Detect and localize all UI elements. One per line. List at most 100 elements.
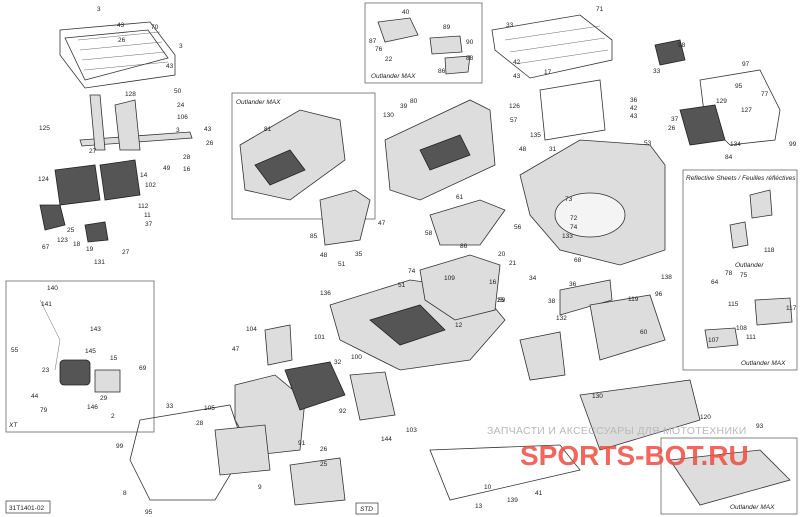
callout: 120 — [700, 414, 711, 421]
callout: 69 — [139, 365, 147, 372]
callout: 50 — [174, 88, 182, 95]
callout: 73 — [565, 196, 573, 203]
callout: 35 — [355, 251, 363, 258]
callout: 44 — [31, 393, 39, 400]
callout: 79 — [40, 407, 48, 414]
callout: 10 — [484, 484, 492, 491]
callout: 13 — [475, 503, 483, 510]
callout: 23 — [42, 367, 50, 374]
callout: 9 — [258, 484, 262, 491]
callout: 29 — [100, 395, 108, 402]
callout: 40 — [402, 9, 410, 16]
callout: 85 — [310, 233, 318, 240]
callout: 64 — [711, 279, 719, 286]
footrest-board — [429, 379, 701, 501]
callout: 20 — [498, 251, 506, 258]
callout: 27 — [89, 148, 97, 155]
callout: 125 — [39, 125, 50, 132]
callout: 37 — [145, 221, 153, 228]
callout: 61 — [456, 194, 464, 201]
callout: 75 — [740, 272, 748, 279]
callout: 3 — [97, 6, 101, 13]
callout: 17 — [544, 69, 552, 76]
callout: 51 — [398, 282, 406, 289]
callout: 31 — [549, 146, 557, 153]
callout: 103 — [406, 427, 417, 434]
callout: 25 — [497, 297, 505, 304]
rear-fender-body — [519, 139, 666, 266]
callout: 130 — [383, 112, 394, 119]
callout: 60 — [640, 329, 648, 336]
callout: 57 — [510, 117, 518, 124]
callout: 18 — [73, 241, 81, 248]
diagram-code-box — [5, 500, 51, 514]
callout: 16 — [183, 166, 191, 173]
callout: 3 — [176, 127, 180, 134]
callout: 115 — [728, 301, 739, 308]
callout: 11 — [144, 212, 151, 219]
callout: 26 — [206, 140, 214, 147]
callout: 126 — [509, 103, 520, 110]
callout: 21 — [509, 260, 517, 267]
xt-box — [5, 280, 155, 433]
front-bumper — [129, 404, 346, 506]
callout: 95 — [145, 509, 153, 516]
callout: 26 — [118, 37, 126, 44]
callout: 74 — [570, 224, 578, 231]
callout: 135 — [530, 132, 541, 139]
reflective-sheets-box — [682, 169, 798, 371]
outlander-max-bottom-label: Outlander MAX — [730, 504, 775, 511]
callout: 98 — [678, 42, 686, 49]
std-box — [355, 502, 379, 515]
callout: 12 — [455, 322, 463, 329]
callout: 128 — [125, 91, 136, 98]
watermark-line1: ЗАПЧАСТИ И АКСЕССУАРЫ ДЛЯ МОТОТЕХНИКИ — [487, 425, 747, 437]
side-panels — [519, 279, 666, 381]
callout: 123 — [57, 237, 68, 244]
callout: 131 — [94, 259, 105, 266]
callout: 32 — [334, 359, 342, 366]
winch-assembly — [39, 299, 121, 393]
callout: 68 — [574, 257, 582, 264]
rear-rack — [491, 14, 613, 141]
callout: 106 — [177, 114, 188, 121]
diagram-code: 31T1401-02 — [9, 505, 44, 512]
outlander-max-top-label: Outlander MAX — [371, 73, 416, 80]
callout: 87 — [369, 38, 377, 45]
callout: 58 — [425, 230, 433, 237]
callout: 55 — [11, 347, 19, 354]
outlander-max-top-parts — [377, 17, 471, 75]
callout: 96 — [655, 291, 663, 298]
callout: 92 — [339, 408, 347, 415]
callout: 130 — [592, 393, 603, 400]
outlander-max-footwell-inset — [239, 109, 346, 201]
callout: 81 — [264, 126, 272, 133]
callout: 132 — [556, 315, 567, 322]
callout: 104 — [246, 326, 257, 333]
std-label: STD — [360, 506, 373, 513]
callout: 43 — [204, 126, 212, 133]
callout: 37 — [671, 116, 679, 123]
callout: 86 — [460, 243, 468, 250]
callout: 48 — [320, 252, 328, 259]
front-bumper-bars — [39, 94, 193, 243]
callout: 134 — [730, 141, 741, 148]
callout: 27 — [122, 249, 130, 256]
callout: 39 — [400, 103, 408, 110]
watermark-line2: SPORTS-BOT.RU — [520, 440, 749, 471]
callout: 97 — [742, 61, 750, 68]
callout: 28 — [196, 420, 204, 427]
callout: 53 — [644, 140, 652, 147]
callout: 118 — [764, 247, 775, 254]
callout: 136 — [320, 290, 331, 297]
callout: 59 — [498, 297, 506, 304]
callout: 22 — [385, 56, 393, 63]
callout: 42 — [630, 105, 638, 112]
outlander-max-right-label: Outlander MAX — [741, 360, 786, 367]
callout: 127 — [741, 107, 752, 114]
front-rack — [59, 21, 176, 89]
callout: 47 — [378, 220, 386, 227]
callout: 77 — [761, 91, 769, 98]
callout: 111 — [746, 334, 756, 341]
